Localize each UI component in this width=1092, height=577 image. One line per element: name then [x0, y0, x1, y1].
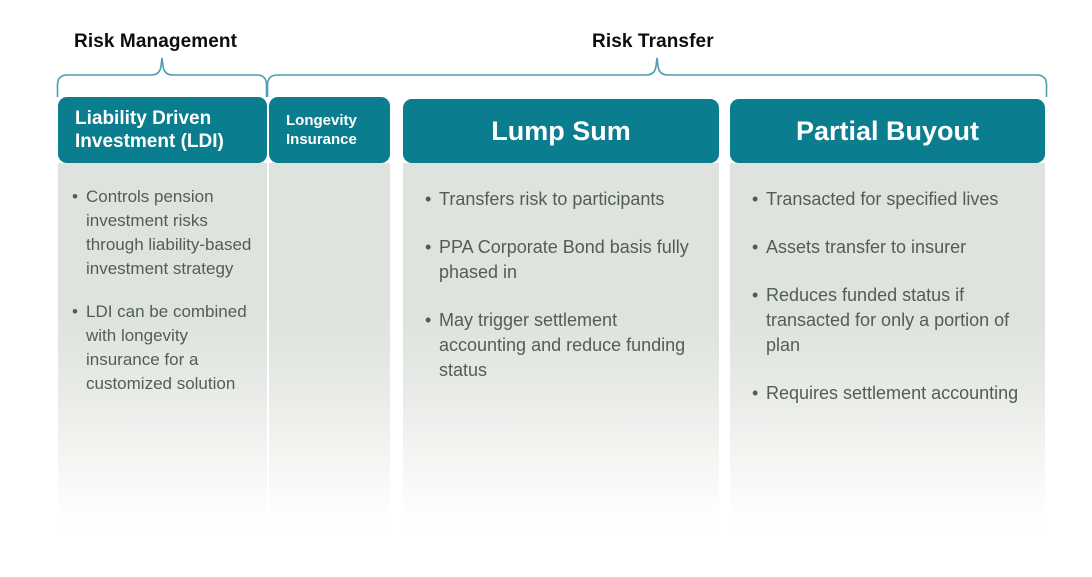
- list-item: Reduces funded status if transacted for …: [752, 283, 1027, 358]
- list-item: Transfers risk to participants: [425, 187, 701, 212]
- card-header-partial-buyout: Partial Buyout: [730, 99, 1045, 163]
- card-liability-driven-investment[interactable]: Liability Driven Investment (LDI) Contro…: [58, 97, 267, 534]
- list-item: Requires settlement accounting: [752, 381, 1027, 406]
- list-item: May trigger settlement accounting and re…: [425, 308, 701, 383]
- bullet-list-partial-buyout: Transacted for specified lives Assets tr…: [752, 187, 1027, 406]
- brace-risk-management: [56, 57, 268, 97]
- card-header-ldi: Liability Driven Investment (LDI): [58, 97, 267, 163]
- bullet-list-lump-sum: Transfers risk to participants PPA Corpo…: [425, 187, 701, 383]
- card-header-lump-sum: Lump Sum: [403, 99, 719, 163]
- list-item: Transacted for specified lives: [752, 187, 1027, 212]
- card-lump-sum[interactable]: Lump Sum Transfers risk to participants …: [403, 99, 719, 534]
- card-title-longevity: Longevity Insurance: [286, 112, 357, 148]
- card-body-partial-buyout: Transacted for specified lives Assets tr…: [730, 163, 1045, 534]
- card-title-partial-buyout: Partial Buyout: [795, 115, 980, 146]
- card-body-lump-sum: Transfers risk to participants PPA Corpo…: [403, 163, 719, 534]
- list-item: PPA Corporate Bond basis fully phased in: [425, 235, 701, 285]
- card-header-longevity: Longevity Insurance: [269, 97, 390, 163]
- card-partial-buyout[interactable]: Partial Buyout Transacted for specified …: [730, 99, 1045, 534]
- list-item: Controls pension investment risks throug…: [72, 185, 253, 281]
- group-label-risk-transfer: Risk Transfer: [592, 31, 714, 52]
- list-item: LDI can be combined with longevity insur…: [72, 300, 253, 396]
- card-body-ldi: Controls pension investment risks throug…: [58, 163, 267, 534]
- brace-risk-transfer: [266, 57, 1048, 97]
- card-longevity-insurance[interactable]: Longevity Insurance: [269, 97, 390, 534]
- card-title-lump-sum: Lump Sum: [491, 115, 631, 146]
- card-title-ldi: Liability Driven Investment (LDI): [75, 108, 224, 152]
- list-item: Assets transfer to insurer: [752, 235, 1027, 260]
- card-body-longevity: [269, 163, 390, 534]
- group-label-risk-management: Risk Management: [74, 31, 238, 52]
- bullet-list-ldi: Controls pension investment risks throug…: [72, 185, 253, 396]
